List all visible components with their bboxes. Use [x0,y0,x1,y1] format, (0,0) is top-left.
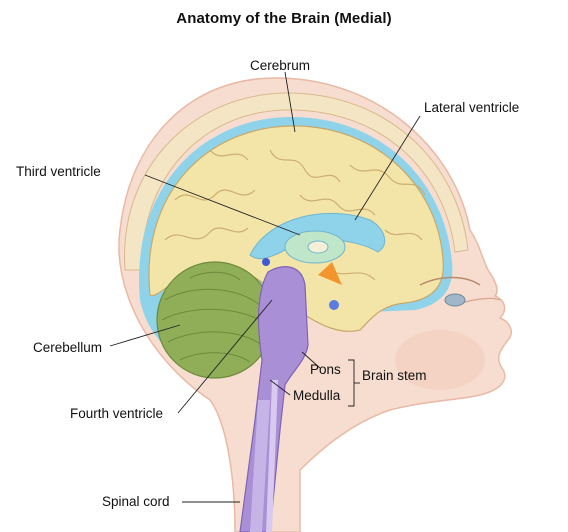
label-brain-stem: Brain stem [362,368,427,383]
label-spinal-cord: Spinal cord [102,494,170,509]
diagram-title: Anatomy of the Brain (Medial) [176,10,392,27]
label-third-ventricle: Third ventricle [16,164,101,179]
spinal-cord-shape [250,400,270,532]
label-cerebellum: Cerebellum [33,340,103,355]
label-cerebrum: Cerebrum [250,58,311,73]
label-fourth-ventricle: Fourth ventricle [70,406,164,421]
label-pons: Pons [310,362,341,377]
label-lateral-ventricle: Lateral ventricle [424,100,520,115]
skull-layer [124,92,469,271]
eye [444,293,466,307]
label-medulla: Medulla [293,388,341,403]
